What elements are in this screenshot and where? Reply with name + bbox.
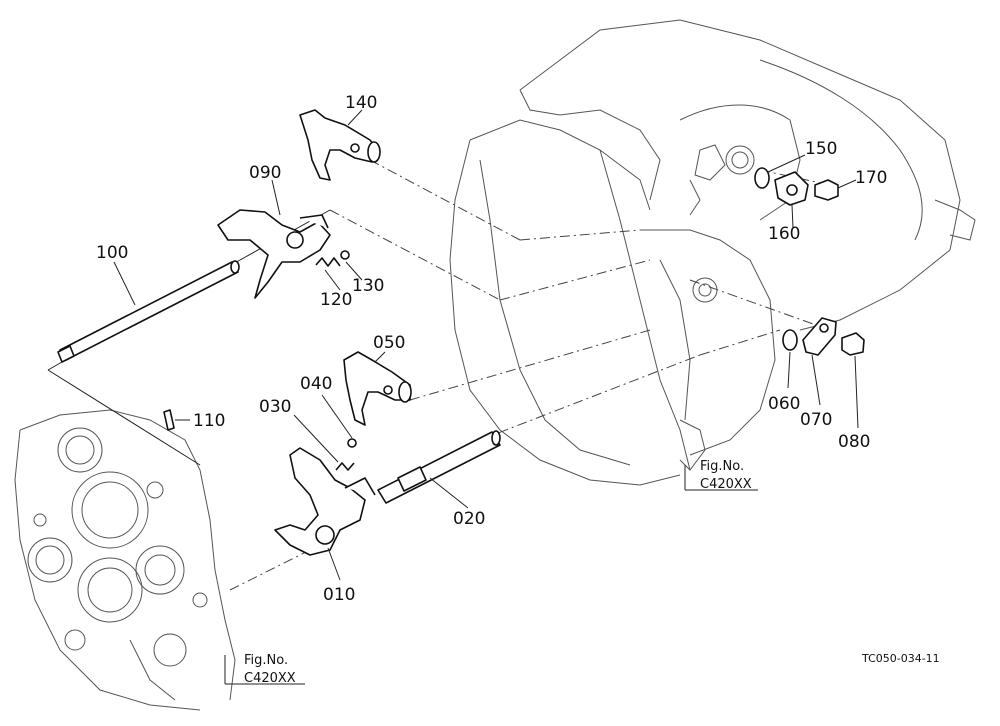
callout-040: 040: [300, 374, 332, 394]
front-housing-outline: [14, 409, 236, 711]
bolt-080: [841, 332, 865, 356]
callout-150: 150: [805, 139, 837, 159]
shift-rod-100: [57, 260, 240, 363]
shift-lever-140: [299, 109, 381, 181]
plate-160: [774, 171, 809, 206]
o-ring-150: [754, 167, 770, 189]
fig-ref-title-right: Fig.No.: [700, 459, 744, 474]
callout-120: 120: [320, 290, 352, 310]
callout-130: 130: [352, 276, 384, 296]
callout-100: 100: [96, 243, 128, 263]
plate-070: [802, 317, 837, 356]
ball-040: [347, 438, 357, 448]
fig-ref-code-right: C420XX: [700, 477, 752, 492]
ball-130: [340, 250, 350, 260]
leader-lines: [113, 109, 859, 685]
callout-070: 070: [800, 410, 832, 430]
transmission-case-outline: [449, 19, 976, 486]
callout-050: 050: [373, 333, 405, 353]
callout-030: 030: [259, 397, 291, 417]
spring-030: [335, 462, 355, 471]
fig-ref-code-left: C420XX: [244, 671, 296, 686]
drawing-code: TC050-034-11: [861, 652, 940, 665]
callout-140: 140: [345, 93, 377, 113]
callout-060: 060: [768, 394, 800, 414]
shift-fork-010: [274, 447, 376, 556]
shift-rod-020: [377, 430, 501, 504]
callout-110: 110: [193, 411, 225, 431]
shift-lever-050: [343, 351, 412, 426]
callout-020: 020: [453, 509, 485, 529]
alignment-lines: [47, 159, 831, 591]
bolt-170: [814, 179, 839, 201]
fig-ref-title-left: Fig.No.: [244, 653, 288, 668]
callout-080: 080: [838, 432, 870, 452]
callout-160: 160: [768, 224, 800, 244]
o-ring-060: [782, 329, 798, 351]
shift-fork-090: [217, 209, 331, 299]
callout-170: 170: [855, 168, 887, 188]
callout-010: 010: [323, 585, 355, 605]
pin-110: [163, 409, 175, 431]
spring-120: [315, 257, 341, 267]
callout-090: 090: [249, 163, 281, 183]
